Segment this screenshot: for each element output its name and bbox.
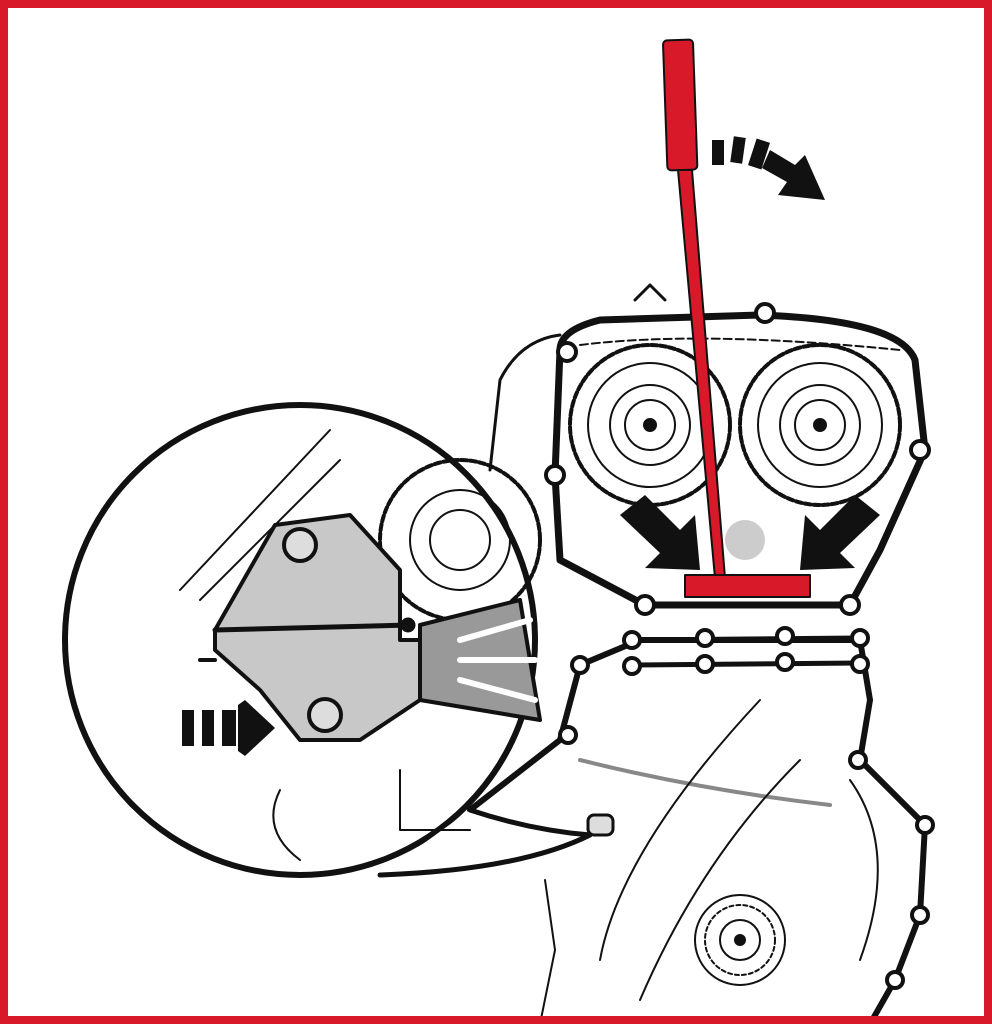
cover-bolts-upper <box>544 302 931 616</box>
locking-tool <box>662 38 811 598</box>
push-arrow-icon <box>182 700 275 756</box>
crank-sprocket <box>694 894 786 986</box>
cover-bolts-lower <box>558 655 935 990</box>
camshaft-sprocket-right <box>738 343 902 507</box>
rail-bolts <box>622 626 870 676</box>
engine-lower-details <box>540 699 879 1016</box>
locating-pin <box>725 520 765 560</box>
chain-rails <box>627 635 863 668</box>
rotate-arrow-icon <box>712 136 825 200</box>
pointer-arrow-right-icon <box>800 495 880 570</box>
pointer-arrow-left-icon <box>620 495 700 570</box>
magnified-detail <box>62 402 615 878</box>
